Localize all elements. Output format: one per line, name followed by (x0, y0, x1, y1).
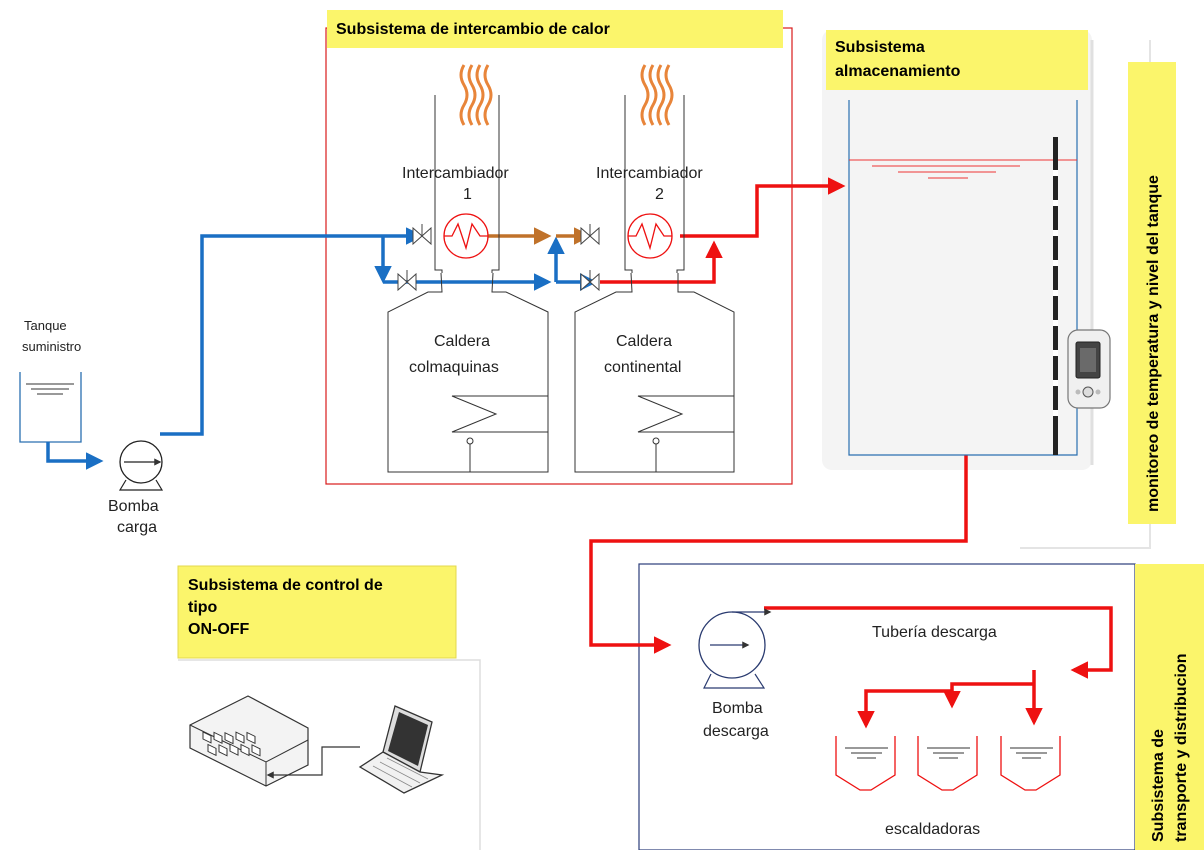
monitoring-title: monitoreo de temperatura y nivel del tan… (1145, 175, 1162, 512)
transport-title-line2: transporte y distribucion (1173, 654, 1190, 842)
boiler-2-label-line1: Caldera (616, 333, 672, 350)
transport-label-box: Subsistema de transporte y distribucion (1135, 564, 1204, 850)
valves (397, 224, 600, 292)
charge-pump-label-line1: Bomba (108, 498, 159, 515)
control-title-line3: ON-OFF (188, 621, 250, 638)
scalder-3 (1000, 736, 1061, 791)
boiler-1-label-line2: colmaquinas (409, 359, 499, 376)
laptop-icon (358, 705, 445, 794)
charge-pump-label-line2: carga (117, 519, 157, 536)
scalder-2 (917, 736, 978, 791)
storage-label-box: Subsistema almacenamiento (826, 30, 1088, 90)
level-sensor-probe (1053, 137, 1058, 455)
exchanger-1-label-line1: Intercambiador (402, 165, 509, 182)
boiler-1-coil (451, 395, 548, 472)
heat-exchange-title: Subsistema de intercambio de calor (336, 21, 610, 38)
control-label-box: Subsistema de control de tipo ON-OFF (177, 565, 457, 659)
storage-frame-shadow (822, 30, 1151, 549)
network-switch-icon (189, 695, 309, 787)
boiler-2-label-line2: continental (604, 359, 681, 376)
exchanger-1-label-line2: 1 (463, 186, 472, 203)
boiler-2-stack (574, 95, 735, 473)
boiler-1-label-line1: Caldera (434, 333, 490, 350)
control-title-line1: Subsistema de control de (188, 577, 383, 594)
supply-tank-label-line1: Tanque (24, 318, 67, 333)
exchanger-2-label-line1: Intercambiador (596, 165, 703, 182)
hot-water-pipes (589, 177, 1113, 729)
discharge-pump-label-line2: descarga (703, 723, 769, 740)
thermostat-icon (1067, 329, 1111, 409)
supply-tank (19, 372, 82, 443)
supply-tank-label-line2: suministro (22, 339, 81, 354)
discharge-pump-label-line1: Bomba (712, 700, 763, 717)
cold-water-pipes (46, 227, 598, 470)
exhaust-flames-2 (640, 64, 674, 126)
exchanger-2 (627, 213, 673, 259)
network-cable (266, 746, 360, 779)
storage-title-line2: almacenamiento (835, 63, 961, 80)
boiler-2-coil (637, 395, 734, 472)
storage-title-line1: Subsistema (835, 39, 925, 56)
exhaust-flames-1 (459, 64, 493, 126)
transport-title-line1: Subsistema de (1150, 729, 1167, 842)
control-frame (178, 659, 481, 850)
discharge-pipe-label: Tubería descarga (872, 624, 997, 641)
heat-exchange-label-box: Subsistema de intercambio de calor (327, 10, 783, 48)
exchanger-2-label-line2: 2 (655, 186, 664, 203)
scalder-1 (835, 736, 896, 791)
discharge-pump (698, 608, 772, 689)
charge-pump (118, 440, 164, 491)
monitoring-label-box: monitoreo de temperatura y nivel del tan… (1128, 62, 1176, 524)
control-title-line2: tipo (188, 599, 218, 616)
scalders-label: escaldadoras (885, 821, 980, 838)
boiler-1-stack (387, 95, 549, 473)
exchanger-1 (443, 213, 489, 259)
heat-exchange-frame (325, 27, 793, 485)
storage-tank (848, 100, 1078, 456)
